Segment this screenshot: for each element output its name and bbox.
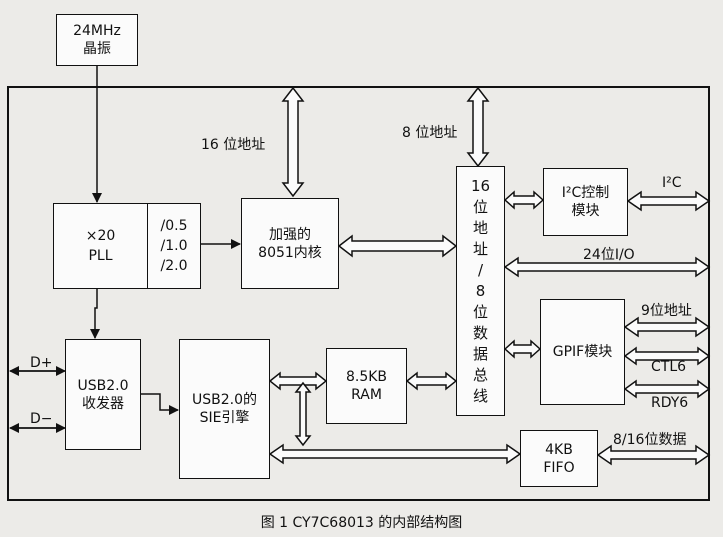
ram-line2: RAM xyxy=(351,387,382,403)
core-bus-arrow xyxy=(337,234,458,258)
addr16-bus-arrow xyxy=(281,86,305,198)
crystal-freq: 24MHz xyxy=(73,23,121,39)
core-8051-block: 加强的 8051内核 xyxy=(241,198,339,289)
gpif-block: GPIF模块 xyxy=(540,299,625,405)
rdy6-arrow xyxy=(623,379,711,399)
sie-ram-arrow xyxy=(268,371,328,391)
crystal-block: 24MHz 晶振 xyxy=(56,14,138,66)
pll-to-usb-arrow xyxy=(90,288,100,339)
figure-caption: 图 1 CY7C68013 的内部结构图 xyxy=(260,515,463,531)
i2c-io-arrow xyxy=(626,190,711,212)
i2c-line2: 模块 xyxy=(571,203,600,219)
usb-line2: 收发器 xyxy=(82,395,124,412)
addr9-arrow xyxy=(623,316,711,338)
pll-div-0: /0.5 xyxy=(160,218,188,234)
sie-line1: USB2.0的 xyxy=(191,392,257,408)
core-line2: 8051内核 xyxy=(258,244,322,261)
ctl6-label: CTL6 xyxy=(651,359,687,375)
i2c-line1: I²C控制 xyxy=(561,185,610,201)
gpif-bus-arrow xyxy=(503,339,542,359)
chip-boundary xyxy=(7,86,710,501)
i2c-io-label: I²C xyxy=(662,175,682,191)
sie-ram-vertical-arrow xyxy=(294,381,312,447)
ctl6-arrow xyxy=(623,346,711,366)
fifo-line1: 4KB xyxy=(545,441,573,458)
io24-bus-arrow xyxy=(503,256,711,278)
sie-line2: SIE引擎 xyxy=(199,410,250,426)
usb-transceiver-block: USB2.0 收发器 xyxy=(65,339,141,450)
pll-divider-list: /0.5 /1.0 /2.0 xyxy=(148,216,200,276)
io24-label: 24位I/O xyxy=(583,247,635,263)
pll-div-1: /1.0 xyxy=(160,238,188,254)
fifo-line2: FIFO xyxy=(543,459,575,476)
addr16-label: 16 位地址 xyxy=(201,137,266,153)
pll-mult: ×20 xyxy=(85,228,116,244)
bus-block: 16 位 地 址 / 8 位 数 据 总 线 xyxy=(456,166,505,416)
gpif-name: GPIF模块 xyxy=(552,344,613,360)
bus-label: 16 位 地 址 / 8 位 数 据 总 线 xyxy=(470,176,491,405)
rdy6-label: RDY6 xyxy=(651,395,689,411)
crystal-name: 晶振 xyxy=(83,41,111,57)
i2c-block: I²C控制 模块 xyxy=(543,168,628,236)
dminus-label: D− xyxy=(30,411,53,427)
core-line1: 加强的 xyxy=(269,226,311,243)
pll-block: ×20 PLL /0.5 /1.0 /2.0 xyxy=(53,203,201,289)
addr8-bus-arrow xyxy=(466,86,490,168)
dplus-label: D+ xyxy=(30,355,53,371)
fifo-block: 4KB FIFO xyxy=(520,430,598,487)
addr8-label: 8 位地址 xyxy=(402,125,458,141)
sie-engine-block: USB2.0的 SIE引擎 xyxy=(179,339,270,479)
data816-label: 8/16位数据 xyxy=(613,432,687,448)
usb-line1: USB2.0 xyxy=(77,377,129,394)
ram-line1: 8.5KB xyxy=(345,369,388,385)
i2c-bus-arrow xyxy=(503,190,545,210)
fifo-bus-arrow xyxy=(268,443,522,465)
ram-bus-arrow xyxy=(405,371,458,391)
pll-left: ×20 PLL xyxy=(54,204,148,288)
usb-to-sie-arrow xyxy=(141,393,179,415)
addr9-label: 9位地址 xyxy=(641,303,692,319)
pll-name: PLL xyxy=(88,248,113,264)
fifo-data-arrow xyxy=(596,444,711,466)
ram-block: 8.5KB RAM xyxy=(326,348,407,424)
pll-div-2: /2.0 xyxy=(160,258,188,274)
